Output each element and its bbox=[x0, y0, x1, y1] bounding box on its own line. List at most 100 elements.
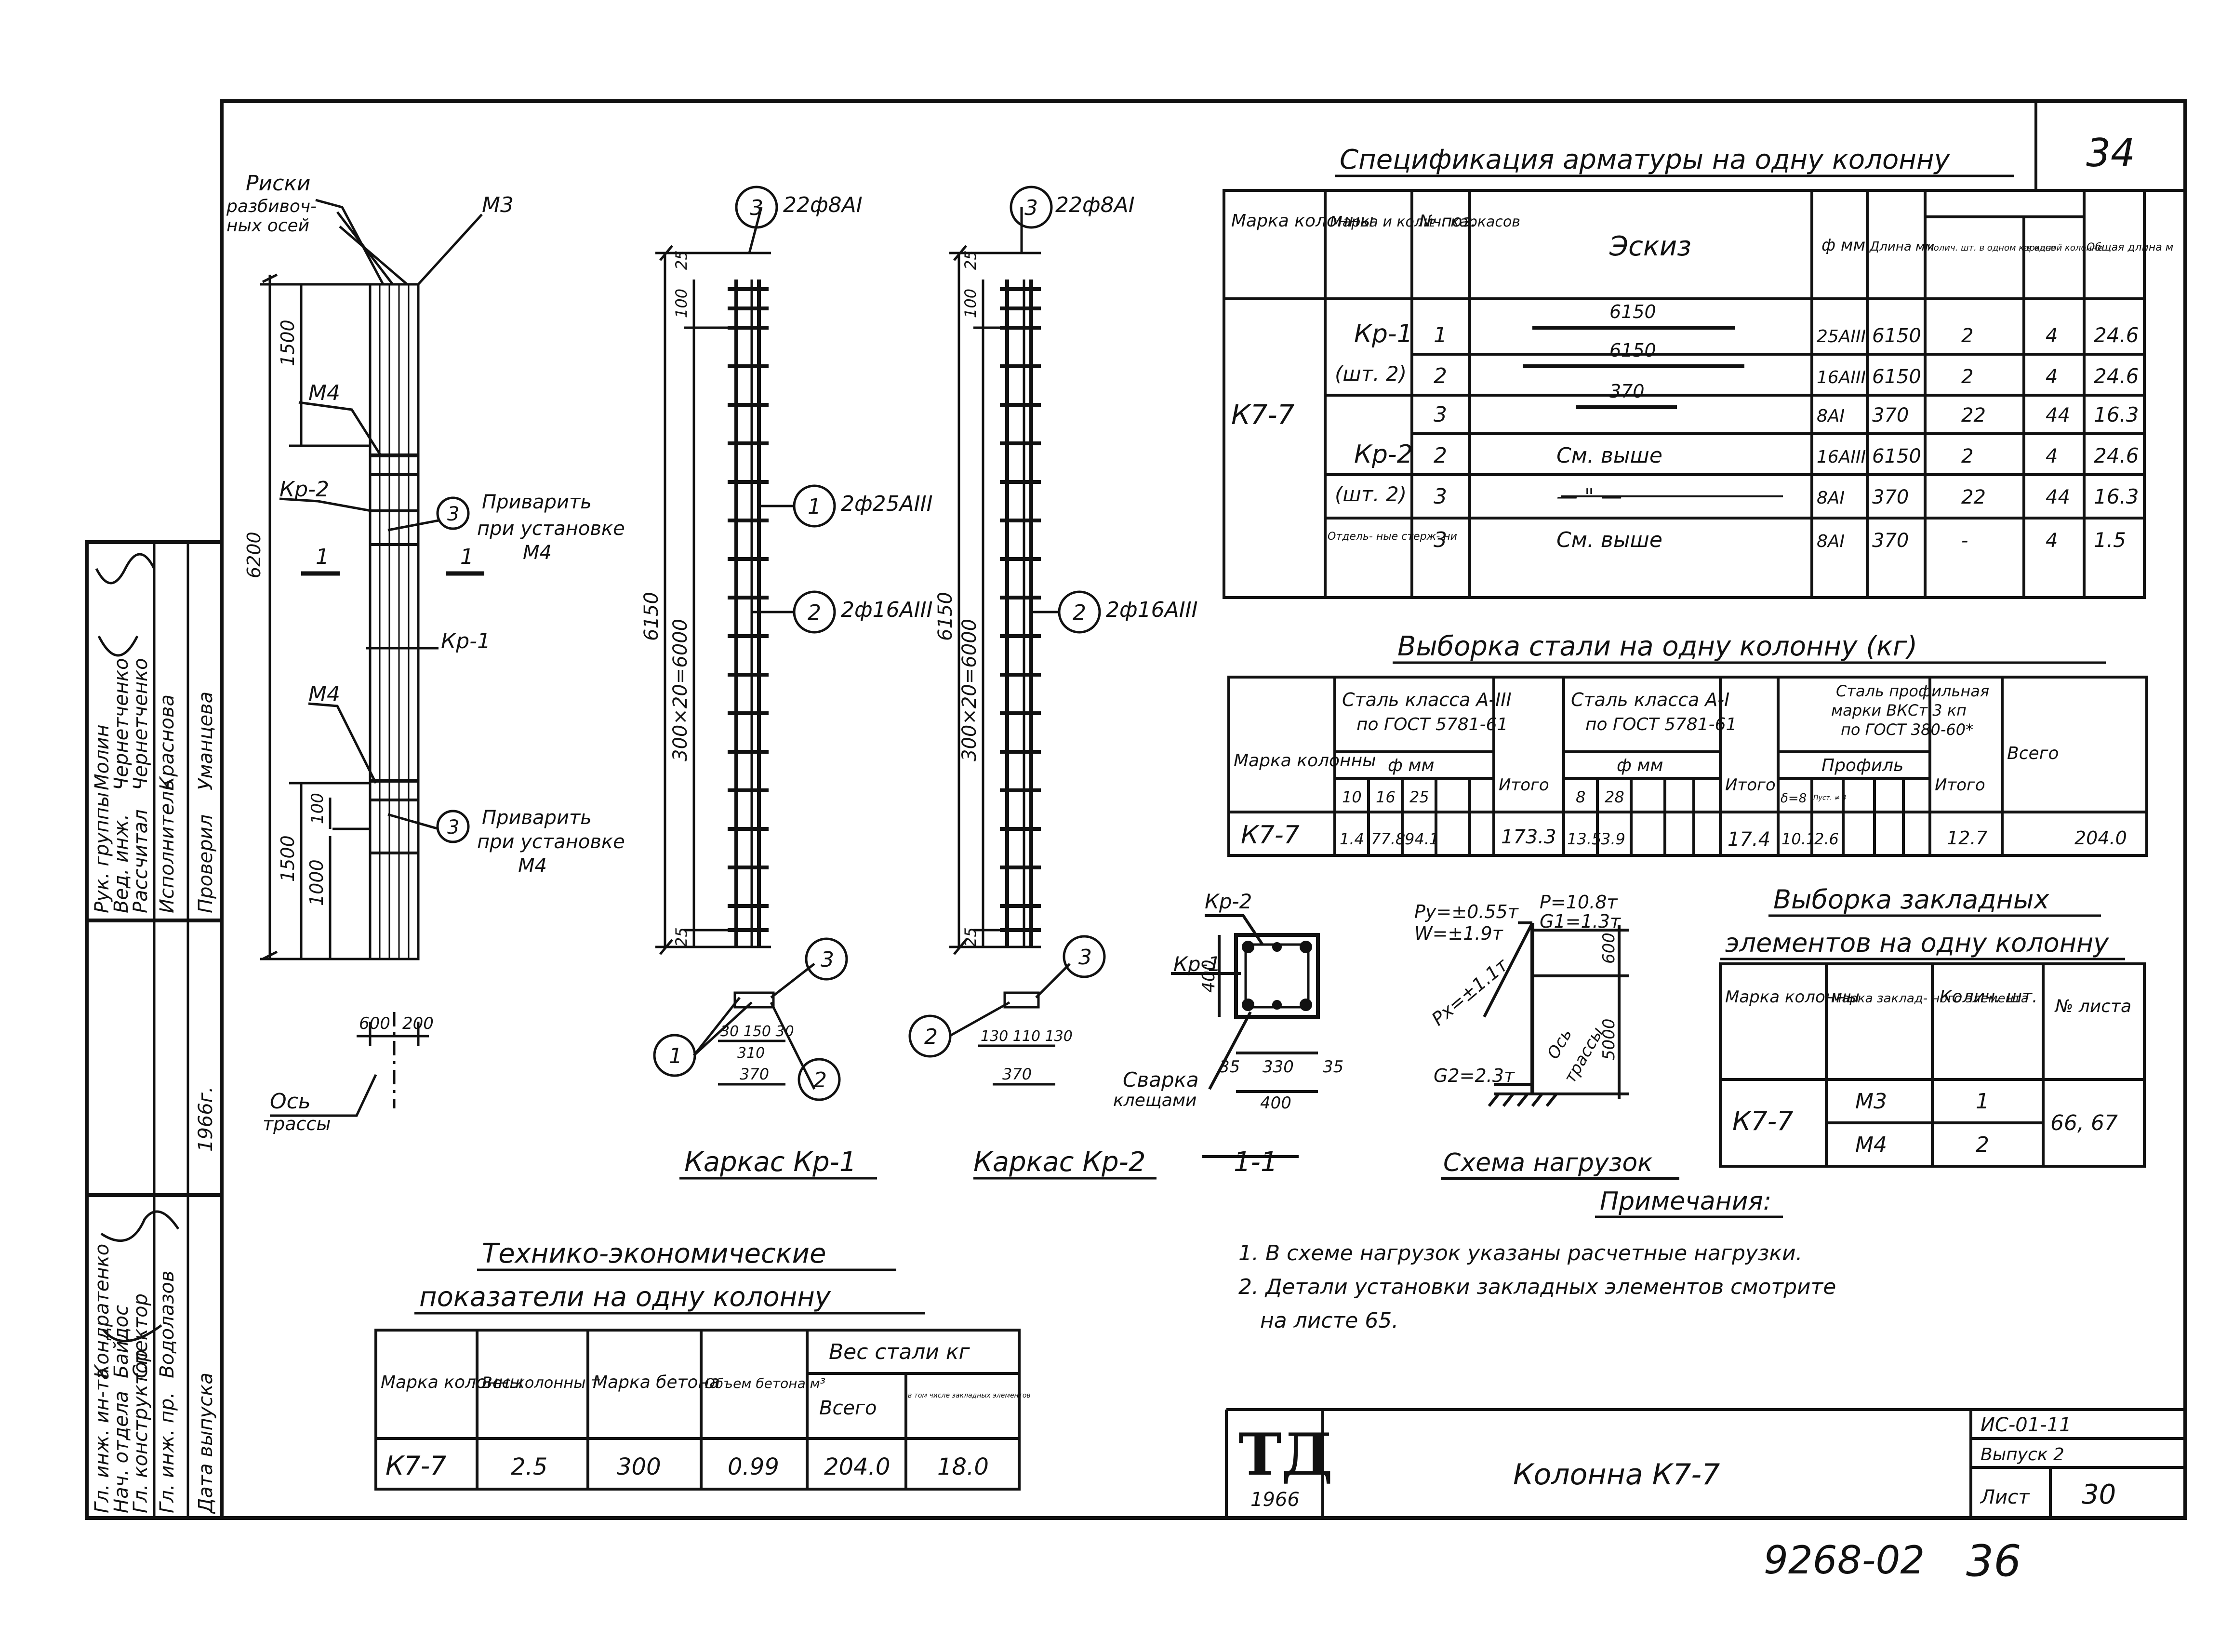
stamp-role2-1: Гл. инж. ин-та bbox=[91, 1368, 113, 1513]
dim-100: 100 bbox=[308, 793, 327, 824]
dim-bot: 1500 bbox=[277, 835, 298, 882]
steel-h-itogo: Итого bbox=[1499, 775, 1549, 795]
kr2-label: Кр-2 bbox=[279, 477, 329, 502]
spec-cell-len: 6150 bbox=[1872, 325, 1921, 347]
spec-h-sketch: Эскиз bbox=[1609, 231, 1691, 262]
emb-r2-qty: 2 bbox=[1976, 1132, 1989, 1157]
spec-cell-dia: 8АI bbox=[1817, 532, 1845, 551]
kr2-pos2-num: 2 bbox=[1073, 600, 1086, 625]
load-w: W=±1.9т bbox=[1414, 923, 1504, 944]
tech-h-volume: Объем бетона м³ bbox=[705, 1375, 825, 1391]
steel-v10: 1.4 bbox=[1340, 830, 1364, 848]
kr2-top-num: 3 bbox=[1024, 196, 1038, 220]
tb-logo[interactable]: ТД bbox=[1238, 1421, 1333, 1489]
tech-h-concrete: Марка бетона bbox=[593, 1372, 720, 1392]
steel-h-itogo2: Итого bbox=[1725, 775, 1776, 795]
page-number-box: 34 bbox=[2034, 101, 2185, 192]
steel-h-a1b: по ГОСТ 5781-61 bbox=[1585, 715, 1737, 734]
kr1-sec-dims: 30 150 30 bbox=[720, 1023, 794, 1040]
note-3: на листе 65. bbox=[1260, 1308, 1398, 1333]
section-1-1-drawing bbox=[1171, 914, 1320, 1158]
sec-dim-35b: 35 bbox=[1323, 1057, 1343, 1077]
spec-cell-n1: - bbox=[1961, 530, 1968, 552]
steel-title: Выборка стали на одну колонну (кг) bbox=[1397, 631, 1917, 662]
spec-cell-total: 16.3 bbox=[2094, 403, 2139, 426]
tb-archive-page: 36 bbox=[1966, 1536, 2021, 1586]
tech-h-mark: Марка колонны bbox=[381, 1372, 523, 1392]
load-g2: G2=2.3т bbox=[1434, 1065, 1515, 1086]
steel-h-prof: Сталь профильная bbox=[1836, 682, 1989, 700]
stamp-role2-5: Дата выпуска bbox=[195, 1372, 217, 1514]
spec-cell-sketch: 6150 bbox=[1609, 340, 1656, 361]
spec-cell-sketch: См. выше bbox=[1556, 528, 1662, 552]
emb-col-mark: К7-7 bbox=[1732, 1106, 1794, 1136]
emb-h-qty: Колич. шт. bbox=[1940, 987, 2038, 1007]
note-2: 2. Детали установки закладных элементов … bbox=[1238, 1275, 1836, 1299]
spec-title: Спецификация арматуры на одну колонну bbox=[1340, 144, 1950, 175]
spec-g1-count: (шт. 2) bbox=[1335, 362, 1407, 386]
weld-text-2c: М4 bbox=[518, 855, 547, 877]
spec-cell-pos: 2 bbox=[1434, 443, 1447, 468]
steel-d-plate: δ=8 bbox=[1781, 791, 1807, 806]
steel-v-prof-total: 12.7 bbox=[1947, 827, 1988, 849]
steel-h-prof2: марки ВКСт.3 кп bbox=[1831, 701, 1967, 719]
tech-h-weight: Вес колонны т bbox=[482, 1373, 600, 1392]
spec-cell-sketch: См. выше bbox=[1556, 443, 1662, 468]
tech-v-concrete: 300 bbox=[617, 1453, 661, 1480]
steel-d28: 28 bbox=[1605, 788, 1624, 806]
spec-cell-dia: 25АIII bbox=[1817, 327, 1866, 346]
tech-h-embedded: в том числе закладных элементов bbox=[908, 1392, 1031, 1399]
spec-cell-sketch: 6150 bbox=[1609, 301, 1656, 322]
steel-d-hollow: Пуст. ≠ 4 bbox=[1813, 794, 1847, 802]
steel-h-a1: Сталь класса А-I bbox=[1571, 689, 1729, 710]
spec-table: Спецификация арматуры на одну колонну bbox=[1223, 144, 2173, 599]
spec-cell-n1: 2 bbox=[1961, 325, 1973, 347]
spec-h-pos: № поз. bbox=[1418, 212, 1476, 231]
spec-h-dia: ф мм bbox=[1821, 236, 1865, 255]
kr1-sec-num1: 1 bbox=[669, 1044, 682, 1068]
sec-dim-h: 400 bbox=[1199, 959, 1219, 993]
steel-d25: 25 bbox=[1409, 788, 1429, 806]
risk-label-3: ных осей bbox=[226, 216, 309, 236]
sheet-frame bbox=[85, 99, 2187, 1520]
spec-cell-total: 24.6 bbox=[2094, 444, 2139, 467]
spec-cell-pos: 3 bbox=[1434, 528, 1447, 552]
tech-h-total: Всего bbox=[819, 1397, 877, 1419]
steel-v-total: 204.0 bbox=[2074, 827, 2127, 849]
tech-title-1: Технико-экономические bbox=[482, 1238, 826, 1269]
kr2-sec-num2: 2 bbox=[924, 1025, 938, 1049]
spec-cell-dia: 8АI bbox=[1817, 406, 1845, 426]
emb-title-1: Выборка закладных bbox=[1773, 884, 2049, 915]
kr2-pos2-text: 2ф16АIII bbox=[1106, 598, 1198, 622]
kr1-sec-num2: 2 bbox=[813, 1068, 827, 1092]
steel-d10: 10 bbox=[1342, 788, 1362, 806]
spec-cell-total: 16.3 bbox=[2094, 485, 2139, 508]
kr2-dim-height: 6150 bbox=[934, 592, 957, 641]
spec-cell-n1: 22 bbox=[1961, 404, 1986, 426]
stamp-year: 1966г. bbox=[195, 1086, 217, 1152]
stamp-role-3: Рассчитал bbox=[130, 809, 152, 913]
steel-v28: 3.9 bbox=[1601, 830, 1625, 848]
steel-v-a1-total: 17.4 bbox=[1728, 828, 1770, 851]
spec-h-qty: Колич. шт. в одном каркасе bbox=[1928, 243, 2056, 253]
spec-cell-pos: 3 bbox=[1434, 484, 1447, 509]
spec-g2-count: (шт. 2) bbox=[1335, 482, 1407, 506]
dim-total: 6200 bbox=[243, 532, 265, 578]
spec-cell-n1: 2 bbox=[1961, 366, 1973, 388]
stamp-name-3: Чернетченко bbox=[130, 658, 152, 790]
steel-d16: 16 bbox=[1376, 788, 1396, 806]
tech-v-weight: 2.5 bbox=[511, 1453, 547, 1480]
spec-h-frames: Марка и колич. каркасов bbox=[1330, 213, 1520, 230]
load-dim-600: 600 bbox=[1599, 933, 1619, 964]
section-1-1-labels: Кр-2 Кр-1 400 35 330 35 400 Сварка клеща… bbox=[1113, 890, 1343, 1178]
emb-h-sheet: № листа bbox=[2054, 997, 2131, 1016]
tb-issue: Выпуск 2 bbox=[1981, 1445, 2064, 1465]
stamp-role2-4: Гл. инж. пр. bbox=[156, 1392, 178, 1513]
weld-text-1a: Приварить bbox=[482, 491, 592, 513]
kr1-label: Кр-1 bbox=[441, 629, 491, 653]
kr2-dim-top2: 25 bbox=[961, 250, 980, 270]
stamp-role2-2: Нач. отдела bbox=[110, 1391, 133, 1513]
kr2-dim-bot: 25 bbox=[961, 927, 980, 947]
spec-cell-n2: 44 bbox=[2046, 486, 2070, 508]
